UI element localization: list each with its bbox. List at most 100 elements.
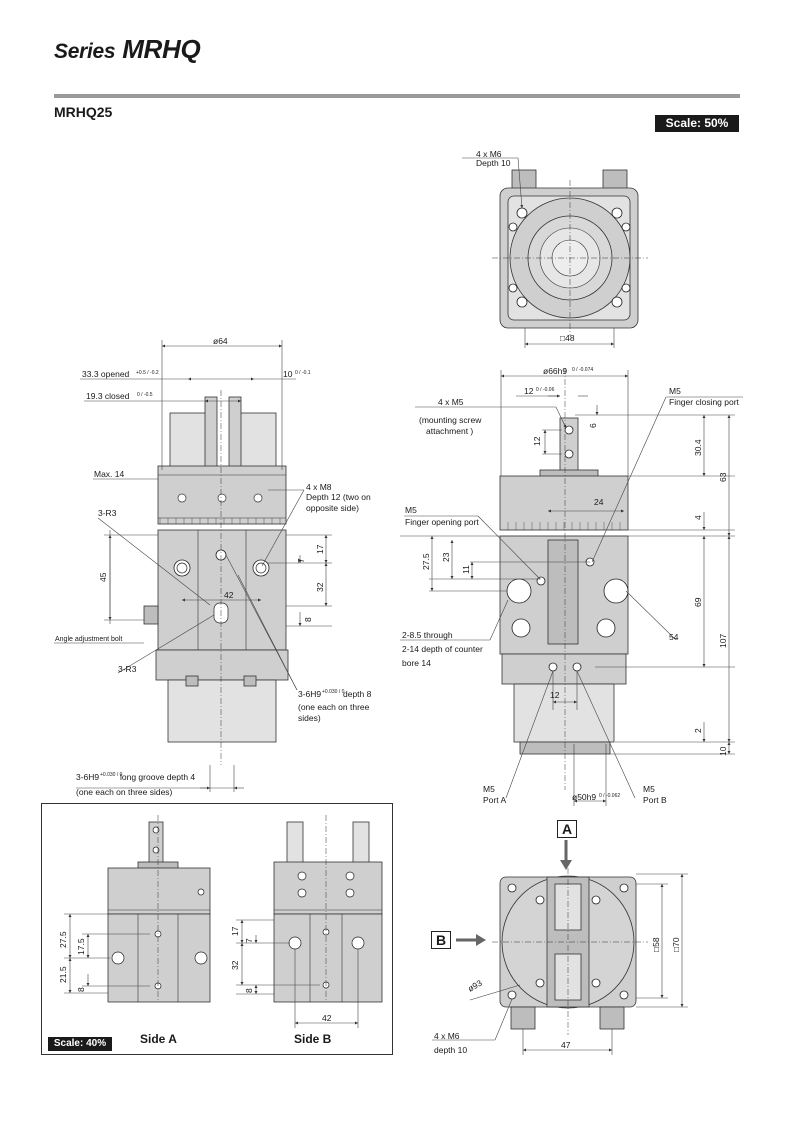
label-r-porta: Port A — [483, 795, 506, 805]
label-b-d93: ø93 — [466, 978, 484, 994]
label-i-32: 32 — [230, 960, 240, 970]
label-f-33-3: 33.3 opened — [82, 369, 130, 379]
header-rule — [54, 94, 740, 98]
label-f-32: 32 — [315, 582, 325, 592]
label-f-groove2: long groove depth 4 — [120, 772, 195, 782]
label-top-4xm6: 4 x M6 — [476, 149, 502, 159]
label-b-depth10: depth 10 — [434, 1045, 467, 1055]
label-r-m5d: M5 — [643, 784, 655, 794]
label-r-12c: 12 — [550, 690, 560, 700]
scale-badge-main: Scale: 50% — [655, 115, 739, 132]
inset-frame — [41, 803, 393, 1055]
label-r-m5c: M5 — [483, 784, 495, 794]
side-view — [499, 368, 629, 790]
label-f-angle: Angle adjustment bolt — [55, 636, 122, 643]
label-r-54: 54 — [669, 632, 679, 642]
label-f-depth12: Depth 12 (two on — [306, 492, 371, 502]
label-b-4xm6: 4 x M6 — [434, 1031, 460, 1041]
label-f-10-tol: 0 / -0.1 — [295, 370, 311, 376]
label-r-d50: ø50h9 — [572, 792, 596, 802]
label-f-each3b: sides) — [298, 713, 321, 723]
inset-side-b — [236, 815, 383, 1028]
view-arrow-b-label: B — [431, 931, 451, 949]
label-f-45: 45 — [98, 572, 108, 582]
label-r-10: 10 — [718, 746, 728, 756]
label-i-8a: 8 — [76, 987, 86, 992]
label-i-17-5: 17.5 — [76, 938, 86, 955]
label-i-7: 7 — [244, 938, 254, 943]
label-r-27-5: 27.5 — [421, 553, 431, 570]
series-name: MRHQ — [122, 34, 201, 64]
label-b-47: 47 — [561, 1040, 571, 1050]
side-dimensions — [400, 370, 743, 806]
label-r-12b: 12 — [532, 436, 542, 446]
label-r-4: 4 — [693, 515, 703, 520]
label-r-mount2: attachment ) — [426, 426, 473, 436]
label-f-3r3b: 3-R3 — [118, 664, 137, 674]
label-r-23: 23 — [441, 552, 451, 562]
label-f-depth8: depth 8 — [343, 689, 372, 699]
label-r-69: 69 — [693, 597, 703, 607]
label-f-groove3: (one each on three sides) — [76, 787, 173, 797]
label-r-bore: bore 14 — [402, 658, 431, 668]
label-f-3r3a: 3-R3 — [98, 508, 117, 518]
side-a-label: Side A — [140, 1032, 177, 1046]
label-r-portb: Port B — [643, 795, 667, 805]
label-f-groove-tol: +0.030 / 0 — [100, 772, 123, 778]
label-r-2: 2 — [693, 728, 703, 733]
label-f-groove: 3-6H9 — [76, 772, 99, 782]
label-f-d64: ø64 — [213, 336, 228, 346]
label-r-m5a: M5 — [669, 386, 681, 396]
label-r-63: 63 — [718, 472, 728, 482]
label-r-d66-tol: 0 / -0.074 — [572, 367, 593, 373]
label-f-4xm8: 4 x M8 — [306, 482, 332, 492]
label-i-17: 17 — [230, 926, 240, 936]
label-r-mount: (mounting screw — [419, 415, 482, 425]
label-r-24: 24 — [594, 497, 604, 507]
label-f-10: 10 — [283, 369, 293, 379]
top-view — [462, 157, 648, 348]
front-view — [143, 390, 289, 765]
label-r-m5b: M5 — [405, 505, 417, 515]
label-f-each3: (one each on three — [298, 702, 370, 712]
label-b-sq70: □70 — [671, 937, 681, 952]
label-f-3-6h9-tol: +0.030 / 0 — [322, 689, 345, 695]
label-i-42: 42 — [322, 1013, 332, 1023]
side-b-label: Side B — [294, 1032, 332, 1046]
label-f-17: 17 — [315, 544, 325, 554]
scale-badge-inset: Scale: 40% — [48, 1037, 112, 1051]
label-r-fopen: Finger opening port — [405, 517, 479, 527]
label-f-33-3-tol: +0.5 / -0.2 — [136, 370, 159, 376]
label-r-d50-tol: 0 / -0.062 — [599, 793, 620, 799]
front-dimensions — [54, 340, 332, 792]
model-title: MRHQ25 — [54, 104, 113, 120]
label-f-8: 8 — [303, 617, 313, 622]
label-top-depth10: Depth 10 — [476, 158, 511, 168]
label-r-4xm5: 4 x M5 — [438, 397, 464, 407]
bottom-view — [456, 840, 648, 1035]
label-b-sq58: □58 — [651, 937, 661, 952]
label-f-max14: Max. 14 — [94, 469, 125, 479]
label-r-6: 6 — [588, 423, 598, 428]
label-r-107: 107 — [718, 634, 728, 648]
label-i-21-5: 21.5 — [58, 966, 68, 983]
series-title: Series MRHQ — [54, 34, 201, 65]
label-top-sq48: □48 — [560, 333, 575, 343]
label-f-depth12b: opposite side) — [306, 503, 359, 513]
label-r-30-4: 30.4 — [693, 439, 703, 456]
bottom-dimensions — [432, 873, 688, 1055]
label-f-19-3-tol: 0 / -0.5 — [137, 392, 153, 398]
label-i-8b: 8 — [244, 988, 254, 993]
label-r-12-tol: 0 / -0.06 — [536, 387, 555, 393]
label-r-2-8-5: 2-8.5 through — [402, 630, 453, 640]
label-f-19-3: 19.3 closed — [86, 391, 130, 401]
label-f-7: 7 — [296, 558, 306, 563]
series-prefix: Series — [54, 40, 116, 63]
label-r-12: 12 — [524, 386, 534, 396]
label-f-3-6h9: 3-6H9 — [298, 689, 321, 699]
label-r-fclose: Finger closing port — [669, 397, 740, 407]
label-r-2-14: 2-14 depth of counter — [402, 644, 483, 654]
label-i-27-5: 27.5 — [58, 931, 68, 948]
label-r-11: 11 — [461, 565, 471, 574]
